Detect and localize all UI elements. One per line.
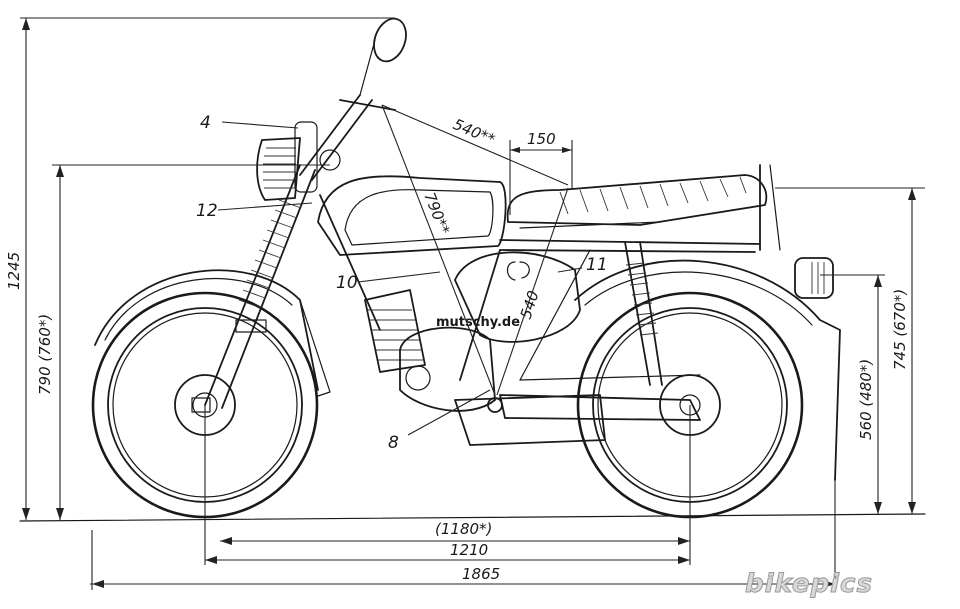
callout-8: 8 [388,433,399,453]
swingarm [499,394,701,421]
dim-label-tank-vertical: 540 [517,288,543,321]
dim-reach-diag [381,104,569,186]
dim-wheelbase-alt [220,537,690,545]
dim-seat-height [775,187,925,514]
dim-rear-height [820,274,885,514]
rear-shock [624,241,663,386]
seat [506,174,768,229]
bikepics-logo: bikepics [745,569,873,599]
frame [319,164,781,381]
dim-label-wheelbase-alt: (1180*) [435,520,492,538]
headlight [256,121,318,201]
callout-11: 11 [586,255,608,275]
engine [364,289,606,446]
site-watermark: mutschy.de [436,315,520,330]
dim-label-seat-height: 745 (670*) [891,289,909,370]
fuel-tank [317,175,507,256]
dim-label-tank-offset: 150 [527,130,556,148]
rear-fender [574,259,841,481]
dim-wheelbase [205,556,690,564]
dim-label-rear-height: 560 (480*) [857,359,875,440]
callout-10: 10 [336,273,358,293]
dim-overall-height [20,17,395,520]
dim-label-overall-length: 1865 [462,565,500,583]
tail-light [794,257,834,299]
dim-tank-diag [381,104,496,396]
dim-label-wheelbase: 1210 [450,541,488,559]
dim-tank-vertical [496,187,569,396]
dim-label-overall-height: 1245 [5,252,23,290]
dim-label-reach-diag: 540** [450,115,498,149]
callout-12: 12 [196,201,218,221]
dim-overall-length [90,480,836,590]
dim-handlebar-height [52,164,330,520]
ground-line [19,513,926,522]
dim-label-tank-diag: 790** [420,190,453,238]
front-fender [94,269,319,391]
side-cover [454,251,581,343]
dim-label-handlebar-height: 790 (760*) [36,314,54,395]
callout-4: 4 [200,113,211,133]
dim-tank-offset [509,140,573,215]
handlebar [299,17,407,181]
